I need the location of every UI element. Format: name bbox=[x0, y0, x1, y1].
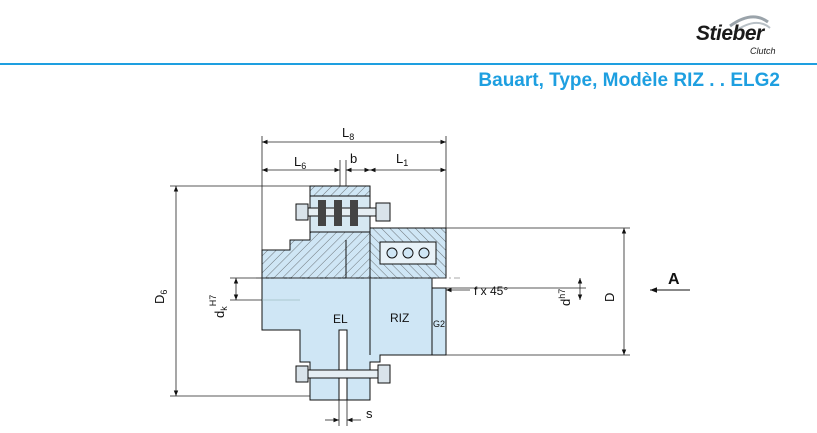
dim-d6: D6 bbox=[152, 290, 169, 304]
coupling-body bbox=[261, 277, 447, 401]
view-label-a: A bbox=[668, 271, 680, 288]
dim-l1: L1 bbox=[396, 151, 408, 168]
dim-d-outer: D bbox=[602, 293, 617, 302]
dim-chamfer: f x 45° bbox=[474, 284, 508, 298]
top-bolt bbox=[295, 200, 391, 226]
shaft-slot bbox=[338, 329, 348, 401]
logo-subtitle: Clutch bbox=[750, 46, 776, 56]
dim-l6: L6 bbox=[294, 154, 306, 171]
logo-swoosh-icon bbox=[729, 15, 771, 33]
header-rule bbox=[0, 63, 817, 65]
label-g2: G2 bbox=[433, 319, 445, 329]
dim-s: s bbox=[366, 406, 373, 421]
page-title: Bauart, Type, Modèle RIZ . . ELG2 bbox=[478, 70, 780, 91]
stieber-logo: Stieber Clutch bbox=[690, 12, 810, 62]
dim-d: dh7 bbox=[557, 289, 573, 306]
g2-collar bbox=[431, 287, 447, 356]
bottom-bolt bbox=[295, 364, 391, 384]
dim-l8: L8 bbox=[342, 125, 354, 142]
coupling-section bbox=[261, 185, 447, 279]
logo-wordmark: Stieber bbox=[696, 22, 764, 45]
label-el: EL bbox=[333, 312, 348, 326]
dim-dk: dkH7 bbox=[208, 295, 229, 318]
dim-b: b bbox=[350, 151, 357, 166]
label-riz: RIZ bbox=[390, 311, 409, 325]
